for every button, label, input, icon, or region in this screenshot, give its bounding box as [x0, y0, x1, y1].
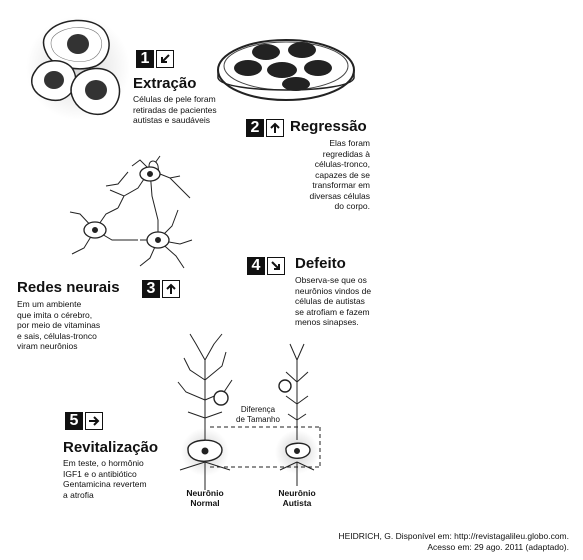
arrow-right-icon — [85, 412, 103, 430]
step-2-badge: 2 — [246, 119, 284, 137]
step-1-number: 1 — [136, 50, 154, 68]
arrow-down-right-icon — [267, 257, 285, 275]
step-2-title: Regressão — [290, 118, 367, 135]
step-2-number: 2 — [246, 119, 264, 137]
step-4-title: Defeito — [295, 255, 346, 272]
citation: HEIDRICH, G. Disponível em: http://revis… — [338, 531, 569, 552]
arrow-up-icon — [162, 280, 180, 298]
step-5-badge: 5 — [65, 412, 103, 430]
skin-cells-illustration — [26, 16, 130, 120]
step-3-badge: 3 — [142, 280, 180, 298]
step-1-title: Extração — [133, 75, 197, 92]
step-4-number: 4 — [247, 257, 265, 275]
neural-network-illustration — [69, 155, 193, 269]
step-3-title: Redes neurais — [17, 279, 120, 296]
step-5-number: 5 — [65, 412, 83, 430]
arrow-down-left-icon — [156, 50, 174, 68]
step-4-badge: 4 — [247, 257, 285, 275]
step-3-number: 3 — [142, 280, 160, 298]
neurons-comparison-illustration — [177, 333, 321, 490]
arrow-up-icon — [266, 119, 284, 137]
step-1-badge: 1 — [136, 50, 174, 68]
step-5-title: Revitalização — [63, 439, 159, 456]
petri-dish-illustration — [217, 39, 355, 101]
